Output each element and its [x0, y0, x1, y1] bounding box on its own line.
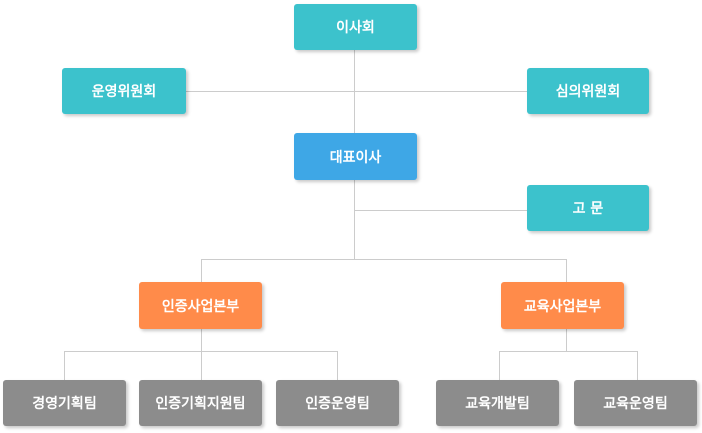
node-steering-committee: 운영위원회	[62, 68, 186, 114]
node-certification-planning-support-team: 인증기획지원팀	[139, 380, 262, 426]
node-ceo: 대표이사	[294, 133, 417, 180]
node-advisor: 고 문	[527, 185, 649, 231]
node-board: 이사회	[294, 4, 417, 50]
node-education-division: 교육사업본부	[501, 282, 624, 329]
node-management-planning-team: 경영기획팀	[3, 380, 126, 426]
node-review-committee: 심의위원회	[527, 68, 649, 114]
node-certification-operations-team: 인증운영팀	[276, 380, 399, 426]
node-certification-division: 인증사업본부	[139, 282, 262, 329]
node-education-development-team: 교육개발팀	[436, 380, 559, 426]
node-education-operations-team: 교육운영팀	[574, 380, 697, 426]
